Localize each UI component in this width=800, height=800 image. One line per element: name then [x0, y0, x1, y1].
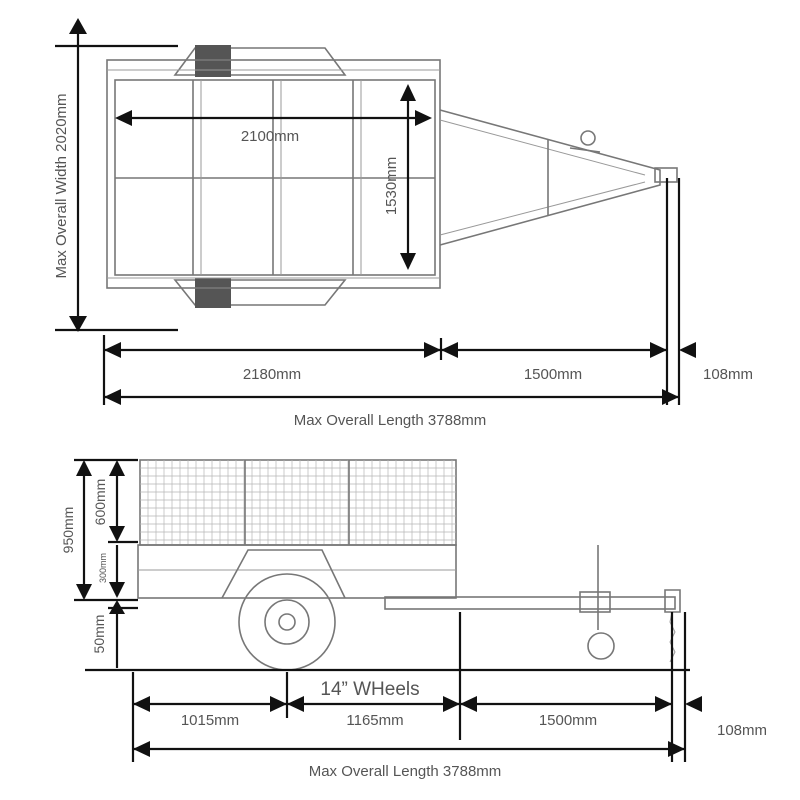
- axle-to-front-label: 1165mm: [346, 712, 403, 729]
- top-view: Max Overall Width 2020mm 2100mm 1530mm 2…: [53, 18, 753, 429]
- ground-clearance-label: 50mm: [91, 615, 107, 654]
- top-jockey-wheel: [580, 130, 596, 146]
- top-drawbar: [439, 109, 661, 246]
- wheel-hub: [278, 613, 296, 631]
- front-overhang-label: 1015mm: [181, 712, 239, 729]
- body-length-label: 2180mm: [243, 366, 301, 383]
- coupling-length-label: 108mm: [703, 366, 753, 383]
- side-view: 950mm 600mm 300mm 50mm 14” WHeels 1015mm…: [60, 458, 767, 780]
- side-mudguard: [221, 549, 346, 599]
- deck-length-label: 2100mm: [241, 128, 299, 145]
- overall-length-label-side: Max Overall Length 3788mm: [309, 763, 502, 780]
- deck-width-label: 1530mm: [383, 157, 400, 215]
- side-jockey-wheel: [587, 632, 615, 660]
- top-mudguard-top: [173, 47, 347, 76]
- mesh-grid: [140, 460, 456, 545]
- side-coupling-label: 108mm: [717, 722, 767, 739]
- jockey-clamp-side: [579, 591, 611, 613]
- wheels-label: 14” WHeels: [320, 679, 419, 700]
- side-drawbar-label: 1500mm: [539, 712, 597, 729]
- top-drawbar-inner: [439, 119, 646, 236]
- side-drawbar: [384, 596, 676, 610]
- top-wheel-bottom: [195, 278, 231, 308]
- side-coupling: [664, 589, 681, 613]
- top-wheel-top: [195, 45, 231, 77]
- overall-length-label-top: Max Overall Length 3788mm: [294, 412, 487, 429]
- top-mudguard-bottom: [173, 279, 347, 306]
- total-height-label: 950mm: [60, 507, 76, 554]
- side-wheel: [238, 573, 336, 671]
- jockey-clamp: [569, 147, 601, 153]
- side-body: [137, 544, 457, 599]
- drawbar-length-label: 1500mm: [524, 366, 582, 383]
- top-body-frame: [106, 59, 441, 289]
- max-width-label: Max Overall Width 2020mm: [53, 93, 70, 278]
- wheel-rim: [264, 599, 310, 645]
- cage-height-label: 600mm: [92, 479, 108, 526]
- body-height-label: 300mm: [98, 553, 108, 583]
